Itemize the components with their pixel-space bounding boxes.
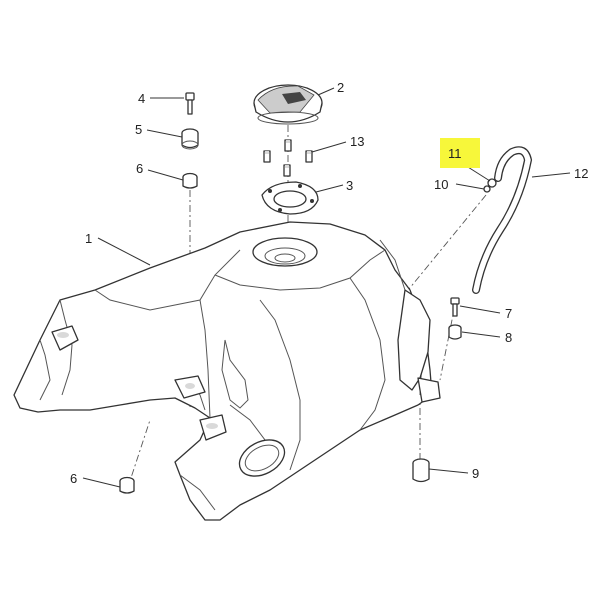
spacer-6-top <box>182 172 198 189</box>
callout-12: 12 <box>574 166 588 181</box>
cap-seat-ring <box>261 181 319 215</box>
callout-7: 7 <box>505 306 512 321</box>
spacer-6-bottom <box>119 476 135 494</box>
callout-10: 10 <box>434 177 448 192</box>
fuel-cap <box>253 84 323 125</box>
callout-8: 8 <box>505 330 512 345</box>
callout-6-bottom: 6 <box>70 471 77 486</box>
callout-6-top: 6 <box>136 161 143 176</box>
damper-9 <box>412 458 430 483</box>
callout-1: 1 <box>85 231 92 246</box>
fuel-tank <box>13 221 441 521</box>
callout-4: 4 <box>138 91 145 106</box>
callout-13: 13 <box>350 134 364 149</box>
bolt-4 <box>185 92 195 115</box>
leader-lines <box>82 87 571 488</box>
callout-labels: 1 2 3 4 5 6 6 7 8 9 10 11 12 13 <box>70 80 588 486</box>
callout-11: 11 <box>448 146 462 161</box>
callout-5: 5 <box>135 122 142 137</box>
callout-2: 2 <box>337 80 344 95</box>
bolt-7 <box>450 297 460 317</box>
bushing-8 <box>448 324 462 340</box>
breather-hose <box>472 146 533 294</box>
callout-3: 3 <box>346 178 353 193</box>
callout-11-highlight <box>440 138 480 168</box>
grommet-5 <box>181 128 199 150</box>
cap-screws <box>263 139 313 177</box>
callout-9: 9 <box>472 466 479 481</box>
